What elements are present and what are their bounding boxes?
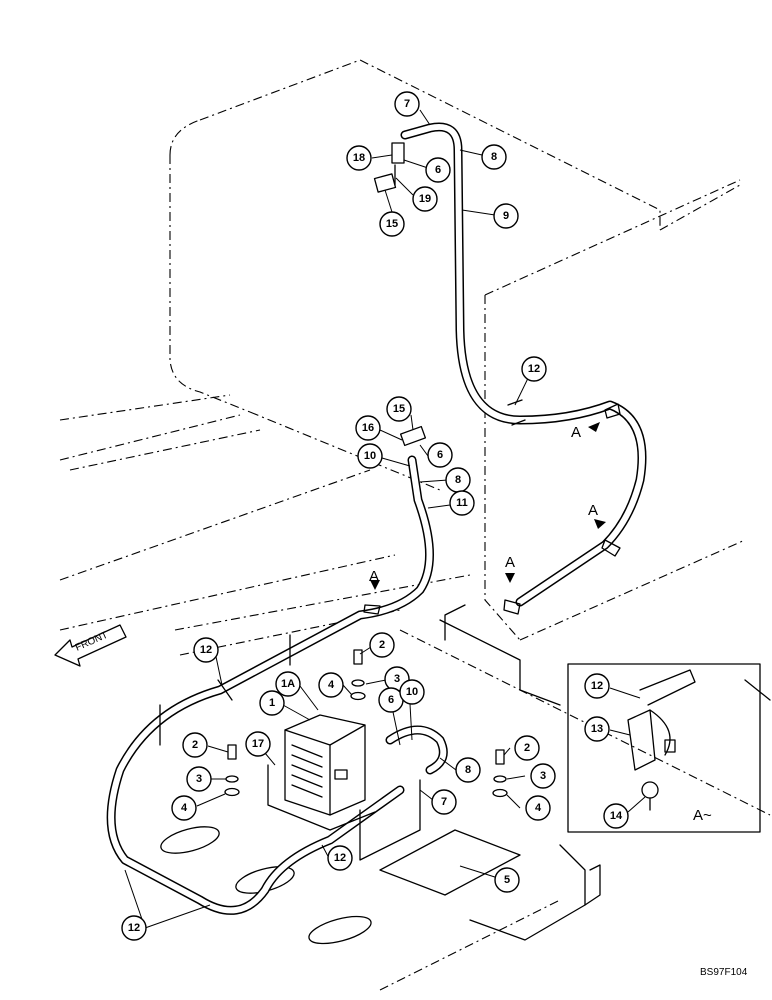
svg-text:6: 6 bbox=[437, 449, 443, 461]
svg-text:12: 12 bbox=[334, 852, 346, 864]
cover-plate bbox=[379, 829, 521, 896]
fittings bbox=[159, 142, 621, 746]
callout-14: 14 bbox=[603, 803, 629, 829]
callout-8-mid: 8 bbox=[445, 467, 471, 493]
svg-text:2: 2 bbox=[192, 739, 198, 751]
view-a-label-3: A bbox=[505, 554, 515, 571]
callout-18: 18 bbox=[346, 145, 372, 171]
svg-text:10: 10 bbox=[406, 686, 418, 698]
callout-4-center: 4 bbox=[318, 672, 344, 698]
svg-text:12: 12 bbox=[200, 644, 212, 656]
tank-outline bbox=[169, 59, 746, 641]
callout-16: 16 bbox=[355, 415, 381, 441]
view-a-label-4: A bbox=[369, 568, 379, 585]
callout-7-top: 7 bbox=[394, 91, 420, 117]
hoses bbox=[106, 122, 647, 915]
callout-2-center: 2 bbox=[369, 632, 395, 658]
svg-text:5: 5 bbox=[504, 874, 510, 886]
callout-12-right: 12 bbox=[521, 356, 547, 382]
view-a-label-2: A bbox=[588, 502, 598, 519]
callout-2-right: 2 bbox=[514, 735, 540, 761]
callout-19: 19 bbox=[412, 186, 438, 212]
callout-12-detail: 12 bbox=[584, 673, 610, 699]
svg-text:4: 4 bbox=[535, 802, 542, 814]
svg-text:4: 4 bbox=[181, 802, 188, 814]
callout-8-low: 8 bbox=[455, 757, 481, 783]
svg-text:7: 7 bbox=[441, 796, 447, 808]
svg-text:3: 3 bbox=[540, 770, 546, 782]
callout-3-right: 3 bbox=[530, 763, 556, 789]
svg-text:7: 7 bbox=[404, 98, 410, 110]
callout-15-top: 15 bbox=[379, 211, 405, 237]
svg-text:2: 2 bbox=[524, 742, 530, 754]
svg-text:6: 6 bbox=[435, 164, 441, 176]
callout-12-left: 12 bbox=[193, 637, 219, 663]
detail-a-label: A~ bbox=[693, 807, 712, 824]
callout-15-mid: 15 bbox=[386, 396, 412, 422]
callout-9: 9 bbox=[493, 203, 519, 229]
callout-1a: 1A bbox=[275, 671, 301, 697]
callout-10-low: 10 bbox=[399, 679, 425, 705]
front-label: FRONT bbox=[74, 630, 110, 654]
figure-code: BS97F104 bbox=[700, 967, 748, 978]
heater-unit bbox=[267, 714, 421, 861]
callout-4-left: 4 bbox=[171, 795, 197, 821]
svg-text:2: 2 bbox=[379, 639, 385, 651]
view-a-label-1: A bbox=[571, 424, 581, 441]
svg-text:3: 3 bbox=[394, 673, 400, 685]
svg-text:13: 13 bbox=[591, 723, 603, 735]
svg-text:8: 8 bbox=[455, 474, 461, 486]
callout-12-corner: 12 bbox=[121, 915, 147, 941]
frame-lines bbox=[59, 394, 771, 991]
callout-17: 17 bbox=[245, 731, 271, 757]
view-arrows bbox=[370, 422, 606, 590]
svg-text:15: 15 bbox=[393, 403, 405, 415]
callout-2-left: 2 bbox=[182, 732, 208, 758]
callout-3-left: 3 bbox=[186, 766, 212, 792]
callout-11: 11 bbox=[449, 490, 475, 516]
callout-10-mid: 10 bbox=[357, 443, 383, 469]
svg-text:1: 1 bbox=[269, 697, 275, 709]
callout-1: 1 bbox=[259, 690, 285, 716]
callout-8-top: 8 bbox=[481, 144, 507, 170]
svg-text:19: 19 bbox=[419, 193, 431, 205]
svg-text:3: 3 bbox=[196, 773, 202, 785]
svg-text:14: 14 bbox=[610, 810, 623, 822]
svg-text:16: 16 bbox=[362, 422, 374, 434]
svg-text:6: 6 bbox=[388, 694, 394, 706]
callout-13: 13 bbox=[584, 716, 610, 742]
svg-text:18: 18 bbox=[353, 152, 365, 164]
callout-5: 5 bbox=[494, 867, 520, 893]
callout-6-mid: 6 bbox=[427, 442, 453, 468]
svg-text:12: 12 bbox=[528, 363, 540, 375]
svg-text:11: 11 bbox=[456, 497, 468, 509]
callout-12-bottom: 12 bbox=[327, 845, 353, 871]
detail-view-a bbox=[567, 663, 761, 833]
svg-text:12: 12 bbox=[128, 922, 140, 934]
callout-7-low: 7 bbox=[431, 789, 457, 815]
svg-text:10: 10 bbox=[364, 450, 376, 462]
svg-text:17: 17 bbox=[252, 738, 264, 750]
svg-text:15: 15 bbox=[386, 218, 398, 230]
callout-4-right: 4 bbox=[525, 795, 551, 821]
svg-text:8: 8 bbox=[465, 764, 471, 776]
callout-6-top: 6 bbox=[425, 157, 451, 183]
svg-text:1A: 1A bbox=[281, 678, 295, 690]
front-arrow: FRONT bbox=[54, 624, 127, 667]
svg-text:8: 8 bbox=[491, 151, 497, 163]
svg-text:12: 12 bbox=[591, 680, 603, 692]
svg-text:9: 9 bbox=[503, 210, 509, 222]
svg-text:4: 4 bbox=[328, 679, 335, 691]
